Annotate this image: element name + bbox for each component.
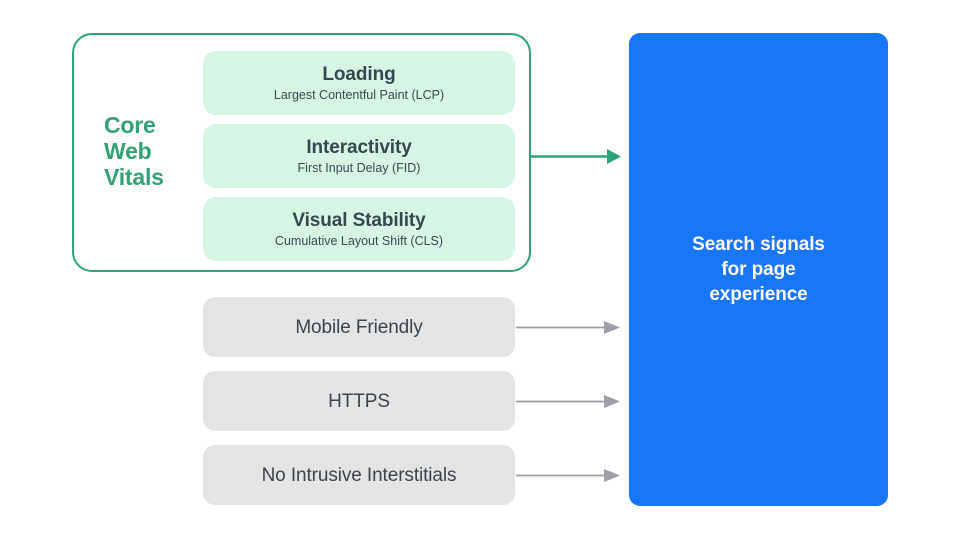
signal-card-no-intrusive-interstitials: No Intrusive Interstitials [203, 445, 515, 505]
metric-title: Visual Stability [292, 209, 426, 231]
https-arrow-icon [516, 395, 620, 408]
signal-card-https: HTTPS [203, 371, 515, 431]
signal-label: No Intrusive Interstitials [261, 464, 457, 486]
signal-label: Mobile Friendly [295, 316, 423, 338]
metric-title: Interactivity [306, 136, 412, 158]
metric-card-visual-stability: Visual Stability Cumulative Layout Shift… [203, 197, 515, 261]
metric-card-interactivity: Interactivity First Input Delay (FID) [203, 124, 515, 188]
core-web-vitals-label: Core Web Vitals [104, 112, 164, 190]
output-panel-text: Search signals for page experience [692, 234, 825, 305]
core-web-vitals-arrow-icon [531, 149, 621, 164]
signal-card-mobile-friendly: Mobile Friendly [203, 297, 515, 357]
mobile-friendly-arrow-icon [516, 321, 620, 334]
metric-title: Loading [322, 63, 396, 85]
metric-subtitle: First Input Delay (FID) [297, 160, 421, 175]
metric-subtitle: Cumulative Layout Shift (CLS) [274, 233, 444, 248]
output-panel: Search signals for page experience [629, 33, 888, 506]
metric-card-loading: Loading Largest Contentful Paint (LCP) [203, 51, 515, 115]
no-intrusive-interstitials-arrow-icon [516, 469, 620, 482]
signal-label: HTTPS [328, 390, 390, 412]
metric-subtitle: Largest Contentful Paint (LCP) [273, 87, 445, 102]
